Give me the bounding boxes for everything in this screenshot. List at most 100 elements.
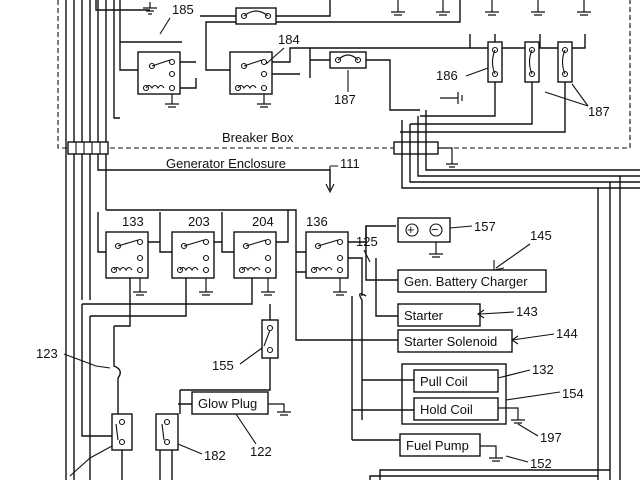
relay-204-coil-b bbox=[264, 266, 272, 274]
relay-136-c2 bbox=[336, 238, 344, 246]
ref-123: 123 bbox=[36, 346, 58, 361]
relay-133-c1 bbox=[114, 242, 122, 250]
switch-bl-pin-b bbox=[118, 438, 126, 446]
relay-136-c1 bbox=[314, 242, 322, 250]
breaker-wire-187 bbox=[310, 59, 420, 111]
ref-154: 154 bbox=[562, 386, 584, 401]
leader-154 bbox=[505, 391, 561, 401]
leader-143 bbox=[479, 311, 515, 315]
ref-155: 155 bbox=[212, 358, 234, 373]
connector-left bbox=[67, 141, 109, 155]
breaker-box-label: Breaker Box bbox=[222, 130, 294, 145]
fuse-187b-pin-b bbox=[561, 70, 569, 78]
leader-155 bbox=[239, 347, 263, 365]
arrow-111 bbox=[325, 183, 335, 194]
relay-184-coil-b bbox=[260, 84, 268, 92]
switch-bl-blade bbox=[115, 423, 119, 441]
pull-coil-label: Pull Coil bbox=[420, 374, 468, 389]
breaker-top-wire-2 bbox=[200, 0, 331, 17]
relay-136-arm bbox=[317, 239, 339, 247]
leader-125 bbox=[363, 249, 371, 263]
ground-top-1 bbox=[391, 0, 405, 16]
ground-top-4 bbox=[531, 0, 545, 16]
fuse-top bbox=[235, 7, 277, 25]
leader-bl bbox=[69, 445, 113, 477]
ground-fuel-pump bbox=[480, 445, 503, 462]
ref-197: 197 bbox=[540, 430, 562, 445]
leader-187-right bbox=[544, 83, 589, 107]
ground-relay-184 bbox=[257, 94, 271, 108]
ground-relay-185 bbox=[165, 94, 179, 108]
relay-203-coil-a bbox=[176, 266, 184, 274]
switch-123-wire bbox=[113, 326, 121, 414]
ground-top-2 bbox=[436, 0, 450, 16]
relay-133-coil-b bbox=[136, 266, 144, 274]
relay-133-c2 bbox=[136, 238, 144, 246]
ref-186: 186 bbox=[436, 68, 458, 83]
relay-204-arm bbox=[245, 239, 267, 247]
leader-111 bbox=[329, 165, 338, 190]
ref-125: 125 bbox=[356, 234, 378, 249]
leader-122 bbox=[235, 413, 257, 445]
ground-204 bbox=[261, 278, 275, 296]
battery-minus-sign: − bbox=[431, 222, 439, 237]
relay-204-coil bbox=[241, 266, 261, 272]
relay-204-c3 bbox=[264, 254, 272, 262]
relay-185-contact-2 bbox=[168, 58, 176, 66]
relay-184-coil bbox=[237, 84, 257, 90]
relay-184-arm bbox=[243, 59, 263, 67]
right-bundle-down bbox=[597, 176, 621, 480]
starter-solenoid-label: Starter Solenoid bbox=[404, 334, 497, 349]
switch-bl-wires bbox=[65, 304, 123, 480]
relay-133-coil-a bbox=[110, 266, 118, 274]
hold-coil-label: Hold Coil bbox=[420, 402, 473, 417]
ref-157: 157 bbox=[474, 219, 496, 234]
leader-145 bbox=[495, 243, 531, 269]
relay-185-coil-a bbox=[142, 84, 150, 92]
ground-top-5 bbox=[577, 0, 591, 16]
fuse-187-pin-b bbox=[354, 56, 362, 64]
switch-bl-pin-a bbox=[118, 418, 126, 426]
glow-plug-box bbox=[191, 391, 269, 415]
relay-204-coil-a bbox=[238, 266, 246, 274]
arrow-143 bbox=[477, 309, 485, 319]
breaker-mid-wire bbox=[205, 0, 461, 42]
ref-145: 145 bbox=[530, 228, 552, 243]
ref-185: 185 bbox=[172, 2, 194, 17]
fuse-187a-pin-a bbox=[528, 46, 536, 54]
ref-187-mid: 187 bbox=[334, 92, 356, 107]
pull-coil-box bbox=[413, 369, 499, 393]
relay-185-contact-3 bbox=[168, 70, 176, 78]
fuse-top-pin-a bbox=[240, 12, 248, 20]
switch-155-pin-b bbox=[266, 346, 274, 354]
relay-133-arm bbox=[117, 239, 139, 247]
solenoid-wire bbox=[295, 272, 398, 341]
fuse-186-pin-b bbox=[491, 70, 499, 78]
ref-184: 184 bbox=[278, 32, 300, 47]
leader-182 bbox=[177, 443, 203, 455]
ref-132: 132 bbox=[532, 362, 554, 377]
battery-157 bbox=[397, 217, 451, 243]
starter-solenoid-box bbox=[397, 329, 513, 353]
ref-152: 152 bbox=[530, 456, 552, 471]
ref-111: 111 bbox=[340, 156, 360, 171]
ref-144: 144 bbox=[556, 326, 578, 341]
breaker-top-wire-1 bbox=[95, 0, 150, 11]
leader-123 bbox=[63, 353, 111, 369]
leader-152 bbox=[505, 455, 529, 463]
fuse-187 bbox=[329, 51, 367, 69]
glow-plug-label: Glow Plug bbox=[198, 396, 257, 411]
fuse-top-pin-b bbox=[264, 12, 272, 20]
relay-204-c1 bbox=[242, 242, 250, 250]
leader-185 bbox=[159, 17, 171, 35]
fuel-pump-box bbox=[399, 433, 481, 457]
battery-plus-sign: + bbox=[407, 222, 415, 237]
ground-coil bbox=[498, 407, 525, 424]
fuel-pump-label: Fuel Pump bbox=[406, 438, 469, 453]
wire-125 bbox=[359, 258, 398, 420]
holder-down-wires bbox=[400, 82, 566, 133]
fuse-187-pin-a bbox=[334, 56, 342, 64]
relay-203-c1 bbox=[180, 242, 188, 250]
